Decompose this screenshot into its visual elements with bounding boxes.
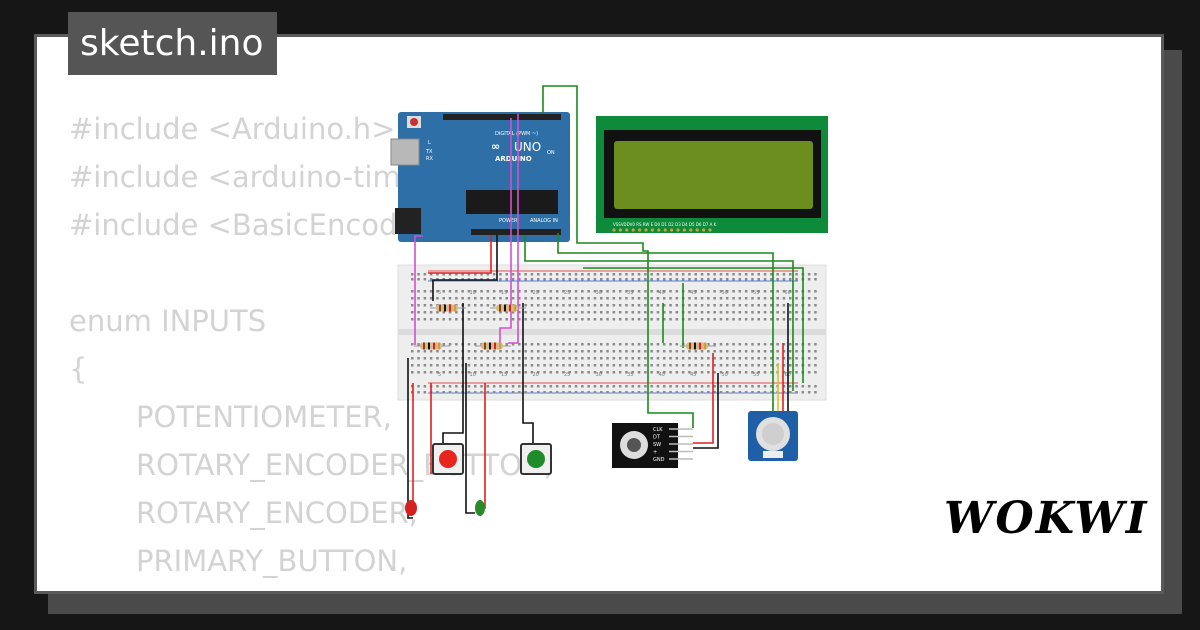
code-line: { [69,352,88,386]
power-jack-icon [395,208,421,234]
digital-label: DIGITAL (PWM ~) [495,131,538,137]
code-line: #include <Arduino.h> [69,112,396,146]
column-number: 55 [753,290,759,296]
encoder-pin-label: DT [653,435,661,441]
circuit-diagram: 5510101515202025253030353540404545505055… [390,85,828,519]
encoder-pin-label: GND [653,457,665,463]
breadboard: 5510101515202025253030353540404545505055… [397,264,827,401]
lcd-2004-display: VSSVDDV0 RS RW E D0 D1 D2 D3 D4 D5 D6 D7… [596,116,828,233]
column-number: 60 [785,290,791,296]
column-number: 50 [722,290,728,296]
led-green [475,500,485,516]
file-name-badge: sketch.ino [68,12,278,75]
code-line: ROTARY_ENCODER_BUTTON, [136,448,553,482]
column-number: 40 [659,290,665,296]
column-number: 15 [501,290,507,296]
column-number: 45 [690,372,696,378]
column-number: 35 [627,290,633,296]
wokwi-logo: WOKWI [944,493,1149,544]
tx-led-label: TX [425,149,433,155]
column-number: 20 [533,290,539,296]
arduino-logo-icon: ∞ [491,140,500,153]
resistor [680,342,716,350]
analog-label: ANALOG IN [530,218,558,224]
column-number: 20 [533,372,539,378]
digital-header [443,114,561,120]
column-number: 35 [627,372,633,378]
code-line: enum INPUTS [69,304,267,338]
column-number: 10 [470,290,476,296]
preview-card: #include <Arduino.h>#include <arduino-ti… [34,34,1164,594]
usb-port-icon [390,138,420,166]
led-red [405,500,417,516]
arduino-brand-label: ARDUINO [495,155,532,163]
encoder-pin-label: + [653,450,657,456]
column-number: 15 [501,372,507,378]
column-number: 45 [690,290,696,296]
column-number: 40 [659,372,665,378]
arduino-model-label: UNO [514,140,541,154]
column-number: 50 [722,372,728,378]
push-button-red[interactable] [432,443,464,475]
code-line: POTENTIOMETER, [136,400,392,434]
arduino-uno-board: DIGITAL (PWM ~) ARDUINO UNO ∞ ON L TX RX… [390,112,570,242]
power-label: POWER [499,218,518,224]
resistor [475,342,511,350]
on-led-label: ON [547,150,555,156]
push-button-green[interactable] [520,443,552,475]
column-number: 55 [753,372,759,378]
resistors [414,304,716,350]
resistor [490,304,526,312]
rx-led-label: RX [426,156,433,162]
l-led-label: L [428,140,431,146]
code-line: PRIMARY_BUTTON, [136,544,408,578]
encoder-pin-label: CLK [653,427,663,433]
column-number: 30 [596,290,602,296]
lcd-pin-labels: VSSVDDV0 RS RW E D0 D1 D2 D3 D4 D5 D6 D7… [613,222,717,227]
code-line: ROTARY_ENCODER, [136,496,418,530]
column-number: 30 [596,372,602,378]
column-number: 5 [438,372,441,378]
resistor [414,342,450,350]
resistor [430,304,466,312]
column-number: 10 [470,372,476,378]
potentiometer[interactable] [748,411,798,461]
encoder-pin-label: SW [653,442,661,448]
column-number: 25 [564,372,570,378]
column-number: 5 [438,290,441,296]
power-analog-header [471,229,561,235]
column-number: 25 [564,290,570,296]
microcontroller-chip [466,190,558,214]
